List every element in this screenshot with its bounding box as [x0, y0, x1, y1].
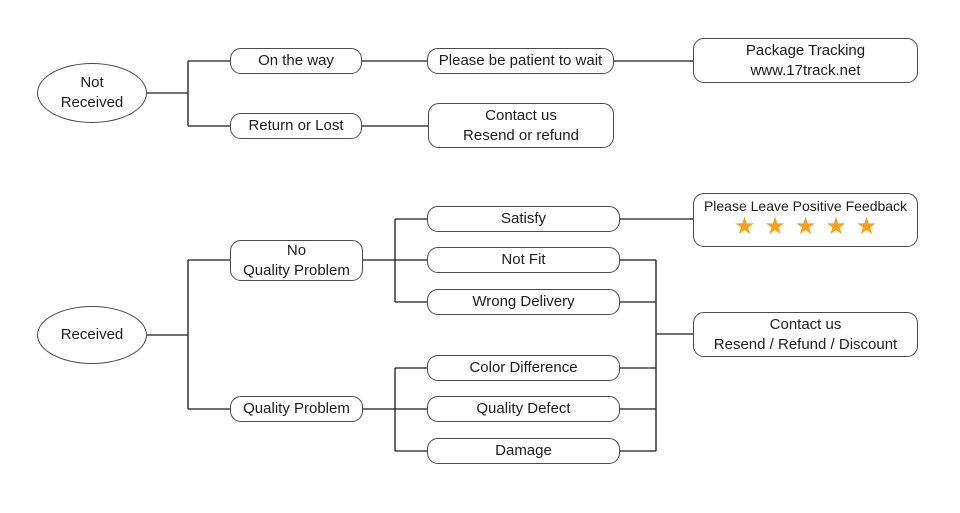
star-icon: ★	[794, 213, 826, 240]
node-quality-defect: Quality Defect	[427, 396, 620, 422]
node-no-quality-problem: No Quality Problem	[230, 240, 363, 281]
connector-path	[147, 60, 693, 452]
star-icon: ★	[764, 213, 795, 240]
star-icon: ★	[825, 213, 856, 240]
node-wrong-delivery: Wrong Delivery	[427, 289, 620, 315]
star-rating: ★★★★★	[725, 214, 887, 240]
node-not-received: Not Received	[37, 63, 147, 123]
node-return-or-lost: Return or Lost	[230, 113, 362, 139]
node-color-difference: Color Difference	[427, 355, 620, 381]
node-please-be-patient: Please be patient to wait	[427, 48, 614, 74]
node-damage: Damage	[427, 438, 620, 464]
node-contact-us-resend-or-refund: Contact us Resend or refund	[428, 103, 614, 148]
node-on-the-way: On the way	[230, 48, 362, 74]
node-contact-us-resend-refund-discount: Contact us Resend / Refund / Discount	[693, 312, 918, 357]
star-icon: ★	[733, 213, 765, 240]
node-package-tracking: Package Tracking www.17track.net	[693, 38, 918, 83]
node-not-fit: Not Fit	[427, 247, 620, 273]
node-satisfy: Satisfy	[427, 206, 620, 232]
star-icon: ★	[855, 213, 887, 240]
node-received: Received	[37, 306, 147, 364]
node-quality-problem: Quality Problem	[230, 396, 363, 422]
feedback-title: Please Leave Positive Feedback	[703, 198, 908, 214]
node-positive-feedback: Please Leave Positive Feedback ★★★★★	[693, 193, 918, 247]
